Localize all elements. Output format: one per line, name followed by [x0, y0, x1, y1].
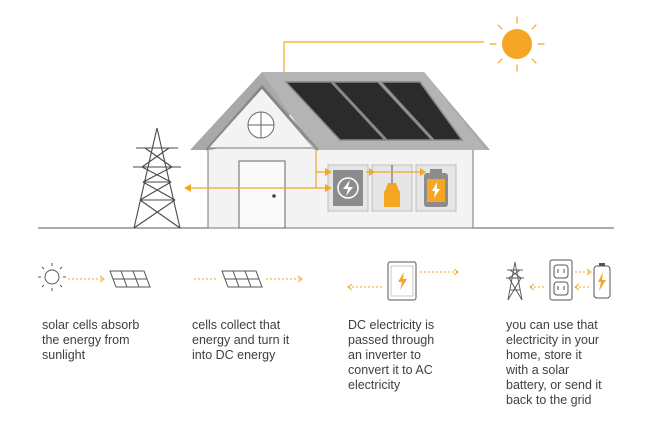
step-caption-use: you can use that electricity in your hom… — [506, 318, 602, 408]
house-wiring-arrowheads — [184, 168, 332, 192]
solar-panel-icon — [331, 81, 434, 141]
solar-panel-icon — [284, 81, 387, 141]
sun-icon — [489, 16, 545, 72]
front-door — [238, 160, 286, 229]
step-3-icons — [347, 261, 459, 301]
caption-text: you can use that electricity in your hom… — [506, 318, 602, 407]
solar-panel-icon — [109, 270, 151, 288]
caption-text: solar cells absorb the energy from sunli… — [42, 318, 140, 362]
house-wiring — [190, 150, 326, 189]
sun-icon — [38, 263, 66, 291]
round-window — [247, 111, 275, 139]
caption-text: cells collect that energy and turn it in… — [192, 318, 290, 362]
sunlight-path — [283, 41, 484, 82]
light-bulb-icon — [384, 165, 400, 207]
outlet-icon — [549, 259, 573, 301]
roof-solar-panels — [284, 81, 464, 141]
battery-icon — [593, 263, 611, 299]
caption-text: DC electricity is passed through an inve… — [348, 318, 435, 392]
battery-icon — [424, 169, 448, 207]
power-tower-icon — [133, 127, 181, 229]
solar-panel-icon — [379, 81, 464, 141]
step-2-icons — [194, 270, 303, 288]
step-caption-absorb: solar cells absorb the energy from sunli… — [42, 318, 139, 363]
solar-panel-icon — [221, 270, 263, 288]
inverter-icon — [333, 170, 363, 206]
step-1-icons — [38, 263, 151, 291]
interior-devices — [327, 164, 457, 212]
step-caption-convert: DC electricity is passed through an inve… — [348, 318, 434, 393]
step-4-icons — [506, 259, 611, 301]
step-caption-collect: cells collect that energy and turn it in… — [192, 318, 289, 363]
inverter-icon — [387, 261, 417, 301]
power-tower-icon — [506, 261, 524, 301]
